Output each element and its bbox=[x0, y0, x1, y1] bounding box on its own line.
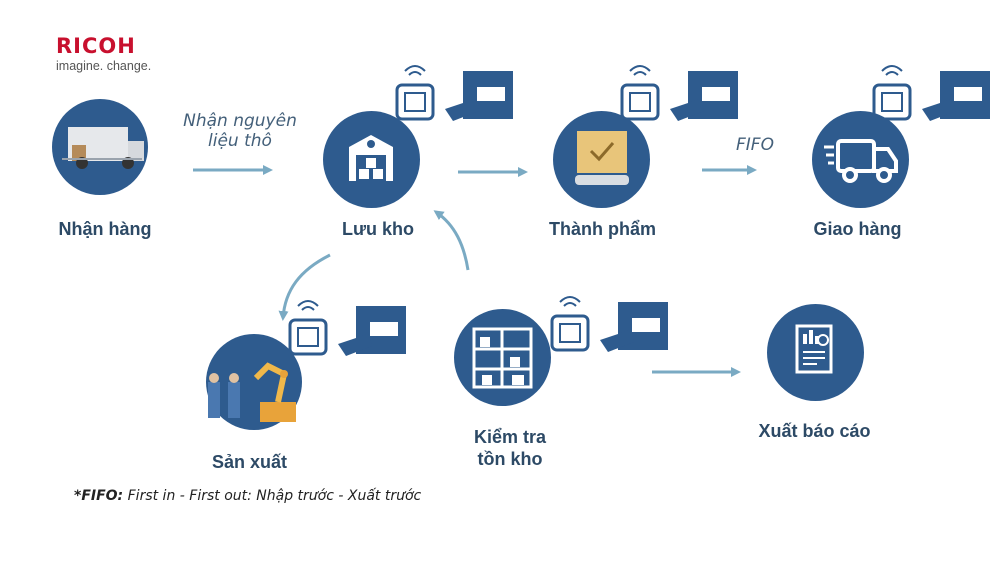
arrow-store-produce bbox=[278, 253, 331, 321]
warehouse-icon bbox=[349, 135, 393, 181]
rfid-barcode-icon-produce bbox=[288, 300, 406, 356]
footnote: *FIFO: First in - First out: Nhập trước … bbox=[74, 488, 421, 504]
label-finished: Thành phẩm bbox=[549, 219, 656, 239]
edge-label-receive-store: Nhận nguyên liệu thô bbox=[183, 111, 297, 151]
rfid-barcode-icon-inventory bbox=[550, 296, 668, 352]
ricoh-tagline: imagine. change. bbox=[56, 59, 152, 73]
label-deliver: Giao hàng bbox=[813, 219, 902, 239]
ricoh-logo: RICOH bbox=[56, 34, 136, 58]
rfid-barcode-icon-deliver bbox=[872, 65, 990, 121]
shelves-icon bbox=[472, 327, 533, 389]
edge-label-fifo: FIFO bbox=[736, 135, 774, 155]
label-store: Lưu kho bbox=[341, 219, 415, 239]
footnote-term: *FIFO: bbox=[74, 488, 124, 504]
label-report: Xuất báo cáo bbox=[758, 421, 871, 441]
label-inventory: Kiểm tra tồn kho bbox=[473, 427, 547, 469]
rfid-barcode-icon-store bbox=[395, 65, 513, 121]
delivery-truck-icon bbox=[824, 139, 898, 183]
footnote-text: First in - First out: Nhập trước - Xuất … bbox=[123, 488, 422, 504]
label-receive: Nhận hàng bbox=[58, 219, 152, 239]
factory-robot-icon bbox=[208, 362, 296, 422]
label-produce: Sản xuất bbox=[211, 452, 288, 472]
arrow-inventory-store bbox=[433, 210, 470, 271]
rfid-barcode-icon-finished bbox=[620, 65, 738, 121]
box-icon bbox=[575, 131, 629, 185]
truck-icon bbox=[62, 127, 144, 169]
report-icon bbox=[795, 324, 833, 374]
